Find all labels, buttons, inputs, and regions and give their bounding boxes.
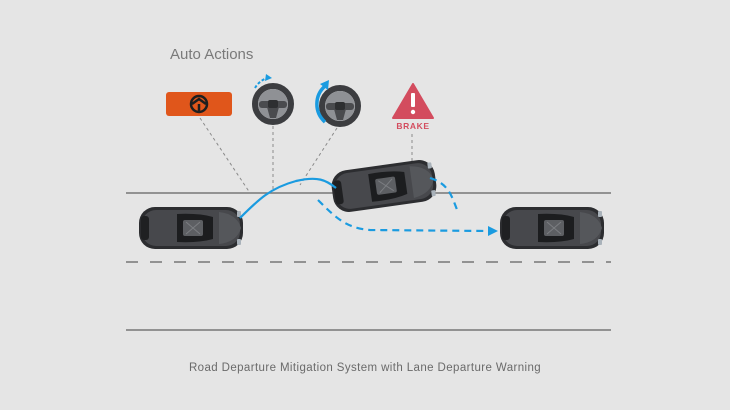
trajectory-arrowhead [488, 226, 498, 236]
car-departing [138, 206, 244, 250]
warning-triangle-icon [392, 83, 434, 119]
leader-lines [199, 117, 413, 194]
steering-assist-indicator-icon [166, 92, 232, 116]
leader-line-steer-left [299, 127, 338, 186]
vehicle-trajectory [239, 176, 498, 236]
leader-line-indicator [199, 117, 251, 194]
trajectory-dashed-upper [429, 176, 460, 213]
brake-label: BRAKE [396, 121, 430, 131]
trajectory-solid [239, 177, 337, 219]
counterclockwise-arrow-icon [315, 84, 327, 124]
steering-wheel-left-icon [315, 80, 358, 124]
diagram-caption: Road Departure Mitigation System with La… [188, 362, 542, 374]
diagram-title: Auto Actions [170, 46, 254, 63]
car-recovering [329, 157, 439, 215]
car-corrected [499, 206, 605, 250]
trajectory-dashed-lower [317, 199, 489, 233]
steering-wheel-right-icon [255, 74, 291, 122]
